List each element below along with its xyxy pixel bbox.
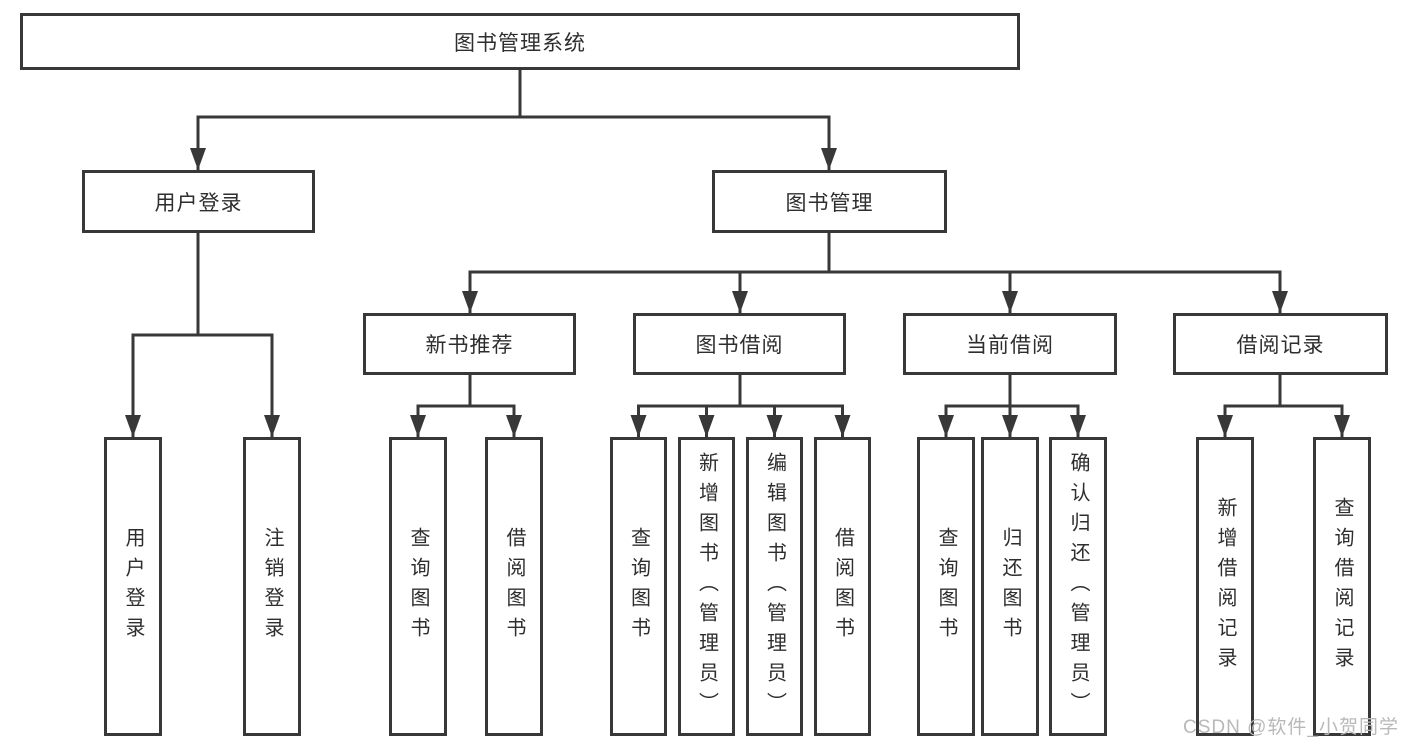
- leaf-return-books-label: 归还图书: [999, 526, 1021, 647]
- leaf-borrow-books-recommend: 借阅图书: [485, 437, 543, 736]
- node-new-book-recommend-label: 新书推荐: [425, 334, 514, 357]
- leaf-query-books-current-label: 查询图书: [935, 526, 957, 647]
- leaf-add-borrow-record-label: 新增借阅记录: [1214, 496, 1236, 677]
- leaf-edit-books-admin: 编辑图书（管理员）: [746, 437, 803, 736]
- leaf-add-books-admin: 新增图书（管理员）: [678, 437, 735, 736]
- leaf-query-books-recommend-label: 查询图书: [407, 526, 429, 647]
- leaf-query-borrow-record-label: 查询借阅记录: [1331, 496, 1353, 677]
- leaf-query-books-recommend: 查询图书: [389, 437, 447, 736]
- leaf-confirm-return-admin: 确认归还（管理员）: [1049, 437, 1107, 736]
- leaf-user-login-label: 用户登录: [122, 526, 144, 647]
- leaf-confirm-return-admin-label: 确认归还（管理员）: [1067, 451, 1089, 722]
- leaf-logout-label: 注销登录: [261, 526, 283, 647]
- node-user-login: 用户登录: [82, 170, 315, 233]
- node-user-login-label: 用户登录: [154, 191, 243, 215]
- leaf-return-books: 归还图书: [981, 437, 1039, 736]
- node-borrowing-records-label: 借阅记录: [1236, 334, 1325, 357]
- node-book-management: 图书管理: [712, 170, 947, 233]
- node-borrowing-records: 借阅记录: [1173, 313, 1388, 375]
- leaf-borrow-books-borrowing: 借阅图书: [814, 437, 871, 736]
- leaf-logout: 注销登录: [243, 437, 301, 736]
- leaf-query-books-current: 查询图书: [917, 437, 975, 736]
- csdn-watermark: CSDN @软件_小贺同学: [1183, 717, 1399, 738]
- leaf-query-books-borrowing-label: 查询图书: [627, 526, 650, 647]
- node-current-borrowing-label: 当前借阅: [966, 334, 1054, 357]
- leaf-user-login: 用户登录: [104, 437, 162, 736]
- leaf-borrow-books-recommend-label: 借阅图书: [503, 526, 525, 647]
- node-book-borrowing: 图书借阅: [633, 313, 846, 375]
- leaf-query-borrow-record: 查询借阅记录: [1313, 437, 1371, 736]
- node-book-borrowing-label: 图书借阅: [695, 334, 784, 357]
- node-root-label: 图书管理系统: [454, 31, 586, 55]
- node-new-book-recommend: 新书推荐: [363, 313, 576, 375]
- leaf-add-borrow-record: 新增借阅记录: [1196, 437, 1254, 736]
- leaf-borrow-books-borrowing-label: 借阅图书: [831, 526, 854, 647]
- leaf-add-books-admin-label: 新增图书（管理员）: [695, 451, 718, 722]
- node-current-borrowing: 当前借阅: [903, 313, 1117, 375]
- leaf-query-books-borrowing: 查询图书: [610, 437, 667, 736]
- node-root: 图书管理系统: [20, 13, 1020, 70]
- leaf-edit-books-admin-label: 编辑图书（管理员）: [763, 451, 786, 722]
- node-book-management-label: 图书管理: [785, 191, 874, 215]
